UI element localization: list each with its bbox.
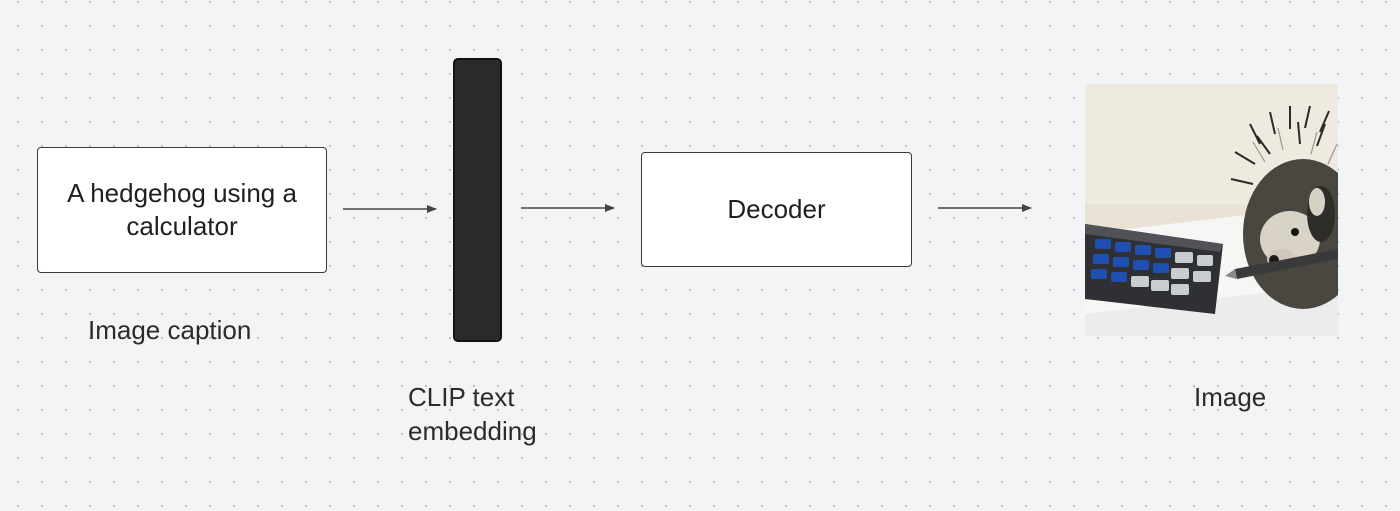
caption-label: Image caption	[88, 315, 252, 345]
clip-embedding-label: CLIP text embedding	[408, 382, 537, 446]
caption-box: A hedgehog using a calculator	[37, 147, 327, 273]
decoder-box: Decoder	[641, 152, 912, 267]
image-label: Image	[1194, 382, 1267, 412]
decoder-text: Decoder	[727, 193, 826, 224]
output-image	[1085, 84, 1338, 336]
clip-embedding-bar	[453, 58, 502, 342]
caption-text: A hedgehog using a calculator	[67, 177, 297, 241]
hedgehog-calculator-illustration	[1085, 84, 1338, 336]
